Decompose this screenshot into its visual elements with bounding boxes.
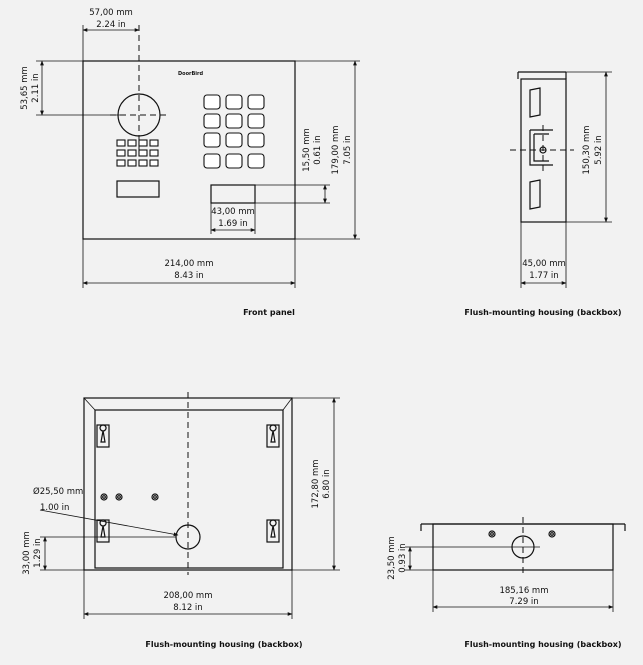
- dim-slot-width-in: 1.69 in: [218, 219, 247, 229]
- dim-slot-height-mm: 15,50 mm: [302, 128, 312, 172]
- dim-panel-width-mm: 214,00 mm: [164, 259, 213, 269]
- front-panel-outline: [82, 60, 296, 240]
- screw-holes: [100, 493, 159, 501]
- housing-bottom-view: 23,50 mm 0.93 in 185,16 mm 7.29 in Flush…: [387, 517, 626, 649]
- dim-slot-width-mm: 43,00 mm: [211, 207, 255, 217]
- dim-slot-height-in: 0.61 in: [313, 135, 323, 164]
- dim-side-depth-mm: 45,00 mm: [522, 259, 566, 269]
- caption-front-panel: Front panel: [243, 308, 295, 317]
- dim-panel-width-in: 8.43 in: [174, 271, 203, 281]
- dim-side-depth-in: 1.77 in: [529, 271, 558, 281]
- dim-cam-offset-in: 2.24 in: [96, 20, 125, 30]
- dim-side-height-in: 5.92 in: [594, 135, 604, 164]
- dim-bottom-width-in: 7.29 in: [509, 597, 538, 607]
- housing-inner: [94, 409, 284, 569]
- dim-bottom-depth-mm: 23,50 mm: [387, 536, 397, 580]
- small-keypad: [116, 139, 159, 167]
- rfid-slot: [210, 184, 256, 204]
- dim-hole-dia-mm: Ø25,50 mm: [33, 486, 83, 497]
- side-mount-clip: [529, 129, 553, 166]
- dim-cam-offset-mm: 57,00 mm: [89, 8, 133, 18]
- dim-housing-height-in: 6.80 in: [322, 469, 332, 498]
- dim-bottom-width-mm: 185,16 mm: [499, 586, 548, 596]
- caption-housing-bottom: Flush-mounting housing (backbox): [464, 640, 621, 649]
- large-keypad: [203, 94, 265, 169]
- dim-side-height-mm: 150,30 mm: [582, 125, 592, 174]
- dim-housing-height-mm: 172,80 mm: [311, 459, 321, 508]
- dim-cam-height-mm: 53,65 mm: [20, 66, 30, 110]
- dim-hole-dia-in: 1.00 in: [40, 503, 69, 513]
- housing-front-view: Ø25,50 mm 1.00 in 33,00 mm 1.29 in 172,8…: [22, 392, 340, 649]
- keyhole-mounts: [96, 424, 280, 543]
- dim-hole-height-in: 1.29 in: [33, 538, 43, 567]
- side-bracket-bottom: [529, 179, 541, 210]
- dim-cam-height-in: 2.11 in: [31, 73, 41, 102]
- housing-side-view: 150,30 mm 5.92 in 45,00 mm 1.77 in Flush…: [464, 71, 622, 317]
- brand-logo: DoorBird: [178, 71, 203, 77]
- caption-housing-front: Flush-mounting housing (backbox): [145, 640, 302, 649]
- dim-housing-width-in: 8.12 in: [173, 603, 202, 613]
- side-bracket-top: [529, 87, 541, 118]
- dim-hole-height-mm: 33,00 mm: [22, 531, 32, 575]
- dim-panel-height-mm: 179,00 mm: [331, 125, 341, 174]
- dim-housing-width-mm: 208,00 mm: [163, 591, 212, 601]
- caption-housing-side: Flush-mounting housing (backbox): [464, 308, 621, 317]
- dim-bottom-depth-in: 0.93 in: [398, 543, 408, 572]
- dim-panel-height-in: 7.05 in: [343, 135, 353, 164]
- front-panel-view: DoorBird 57,00 mm 2.24 in 53,65 mm 2.1: [20, 8, 360, 317]
- name-plate: [116, 180, 160, 198]
